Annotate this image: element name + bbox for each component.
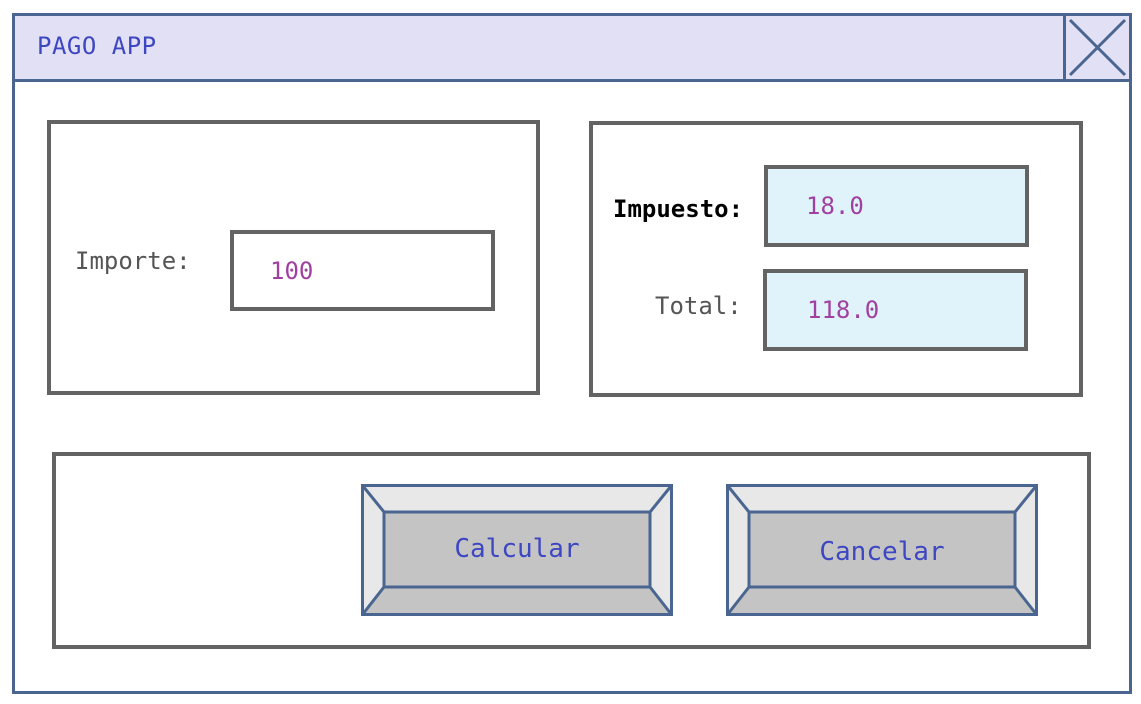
window-title: PAGO APP — [37, 32, 157, 60]
title-bar: PAGO APP — [15, 16, 1129, 82]
impuesto-value: 18.0 — [806, 192, 864, 220]
cancelar-button[interactable]: Cancelar — [726, 484, 1038, 616]
calcular-label: Calcular — [454, 534, 580, 564]
impuesto-label: Impuesto: — [613, 195, 744, 223]
impuesto-field: 18.0 — [764, 165, 1029, 247]
result-panel — [589, 121, 1083, 397]
cancelar-bevel — [726, 484, 1038, 616]
close-button[interactable] — [1063, 16, 1129, 79]
calcular-bevel — [361, 484, 673, 616]
total-label: Total: — [655, 292, 742, 320]
total-value: 118.0 — [807, 296, 880, 324]
calcular-button[interactable]: Calcular — [361, 484, 673, 616]
close-icon — [1068, 18, 1127, 77]
importe-label: Importe: — [75, 247, 191, 275]
importe-value: 100 — [270, 256, 314, 285]
total-field: 118.0 — [763, 269, 1028, 351]
cancelar-label: Cancelar — [819, 537, 945, 567]
importe-input[interactable]: 100 — [230, 230, 495, 311]
